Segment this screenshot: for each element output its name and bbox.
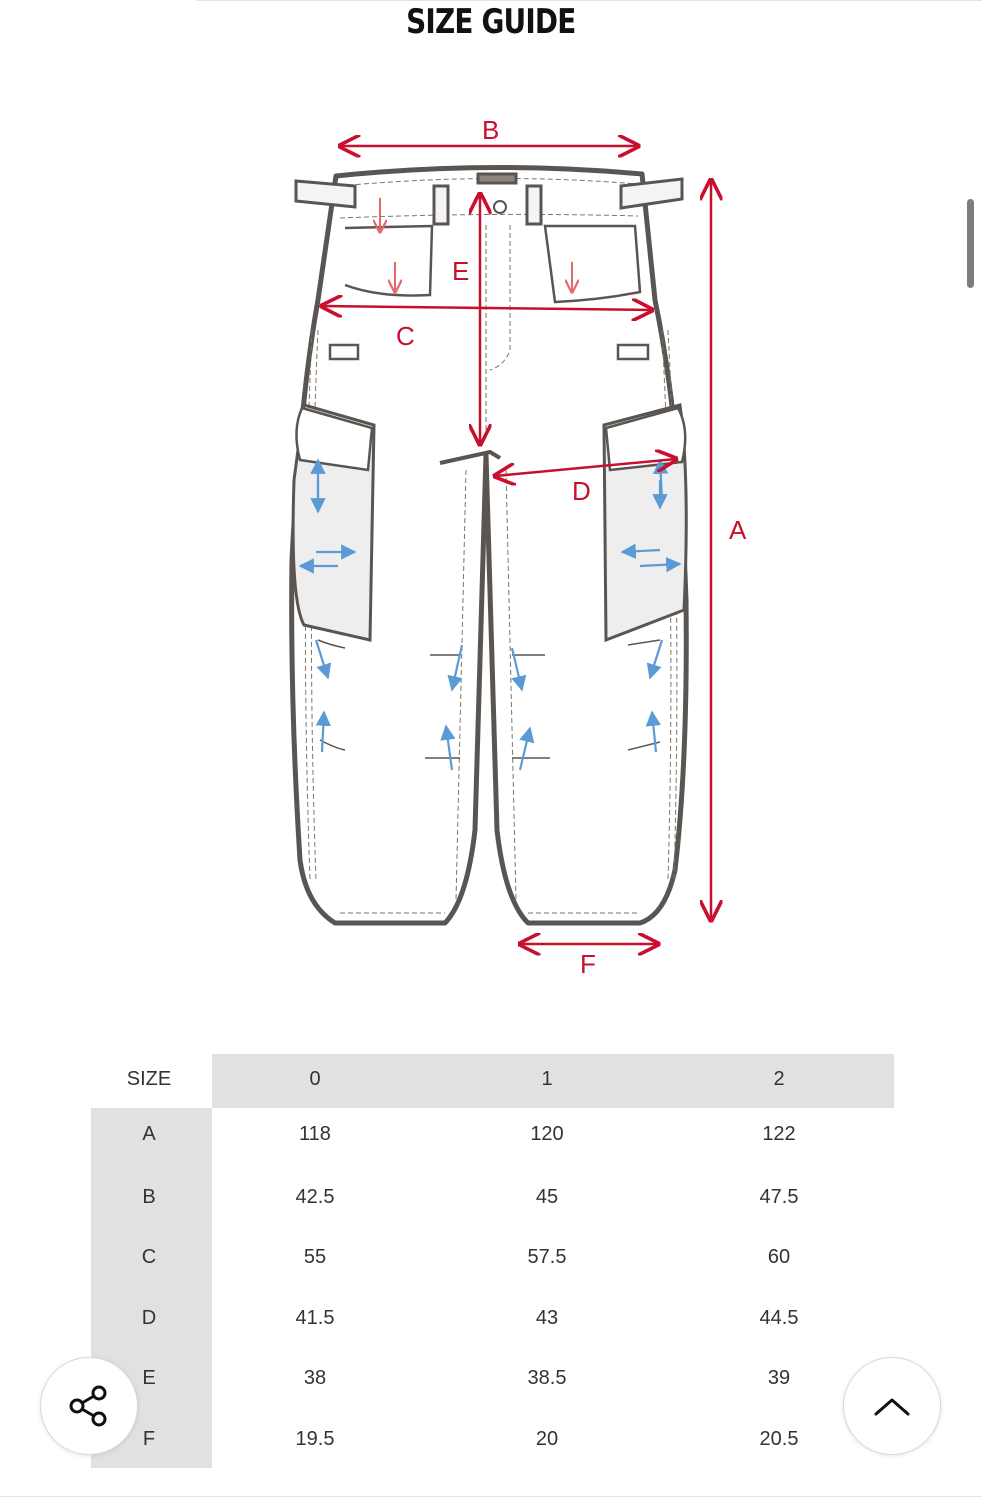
cell-b-1: 45 xyxy=(535,1186,559,1208)
cell-c-0: 55 xyxy=(303,1246,327,1268)
chevron-up-icon xyxy=(874,1398,910,1416)
label-d: D xyxy=(572,476,591,506)
cell-d-0: 41.5 xyxy=(295,1307,335,1329)
cell-b-2: 47.5 xyxy=(759,1186,799,1208)
bottom-divider xyxy=(0,1496,982,1497)
row-label-d: D xyxy=(141,1307,157,1329)
pants-diagram: B C E D A F xyxy=(289,115,747,979)
size-corner-label: SIZE xyxy=(126,1068,172,1090)
row-label-e: E xyxy=(142,1367,156,1389)
cell-f-1: 20 xyxy=(535,1428,559,1450)
waist-button xyxy=(493,200,507,214)
share-icon xyxy=(69,1385,107,1427)
size-header-row xyxy=(212,1054,894,1108)
cell-d-1: 43 xyxy=(535,1307,559,1329)
size-table: SIZE 0 1 2 A 118 120 122 B 42.5 45 47.5 … xyxy=(91,1054,894,1468)
cell-c-1: 57.5 xyxy=(527,1246,567,1268)
measure-arrows xyxy=(322,146,711,944)
row-label-f: F xyxy=(142,1428,156,1450)
label-f: F xyxy=(580,949,596,979)
cell-f-0: 19.5 xyxy=(295,1428,335,1450)
scrollbar[interactable] xyxy=(967,199,974,288)
cell-a-2: 122 xyxy=(762,1123,796,1145)
row-label-c: C xyxy=(141,1246,157,1268)
cell-b-0: 42.5 xyxy=(295,1186,335,1208)
cell-a-1: 120 xyxy=(530,1123,564,1145)
pocket-depth-arrows xyxy=(380,198,572,292)
cell-e-0: 38 xyxy=(303,1367,327,1389)
size-header-1: 1 xyxy=(541,1068,553,1090)
page-title: SIZE GUIDE xyxy=(406,2,576,42)
row-label-b: B xyxy=(142,1186,156,1208)
belt xyxy=(294,172,684,226)
label-a: A xyxy=(729,515,747,545)
size-header-0: 0 xyxy=(309,1068,321,1090)
scroll-to-top-button[interactable] xyxy=(843,1357,941,1455)
cell-f-2: 20.5 xyxy=(759,1428,799,1450)
cell-a-0: 118 xyxy=(299,1123,331,1145)
stretch-arrows xyxy=(298,458,682,771)
cell-e-2: 39 xyxy=(767,1367,791,1389)
label-c: C xyxy=(396,321,415,351)
label-e: E xyxy=(452,256,469,286)
size-header-2: 2 xyxy=(773,1068,785,1090)
pants-outline xyxy=(289,164,689,926)
cell-c-2: 60 xyxy=(767,1246,791,1268)
row-label-a: A xyxy=(142,1123,156,1145)
top-divider xyxy=(196,0,982,1)
label-b: B xyxy=(482,115,499,145)
cell-d-2: 44.5 xyxy=(759,1307,799,1329)
share-button[interactable] xyxy=(40,1357,138,1455)
cell-e-1: 38.5 xyxy=(527,1367,567,1389)
